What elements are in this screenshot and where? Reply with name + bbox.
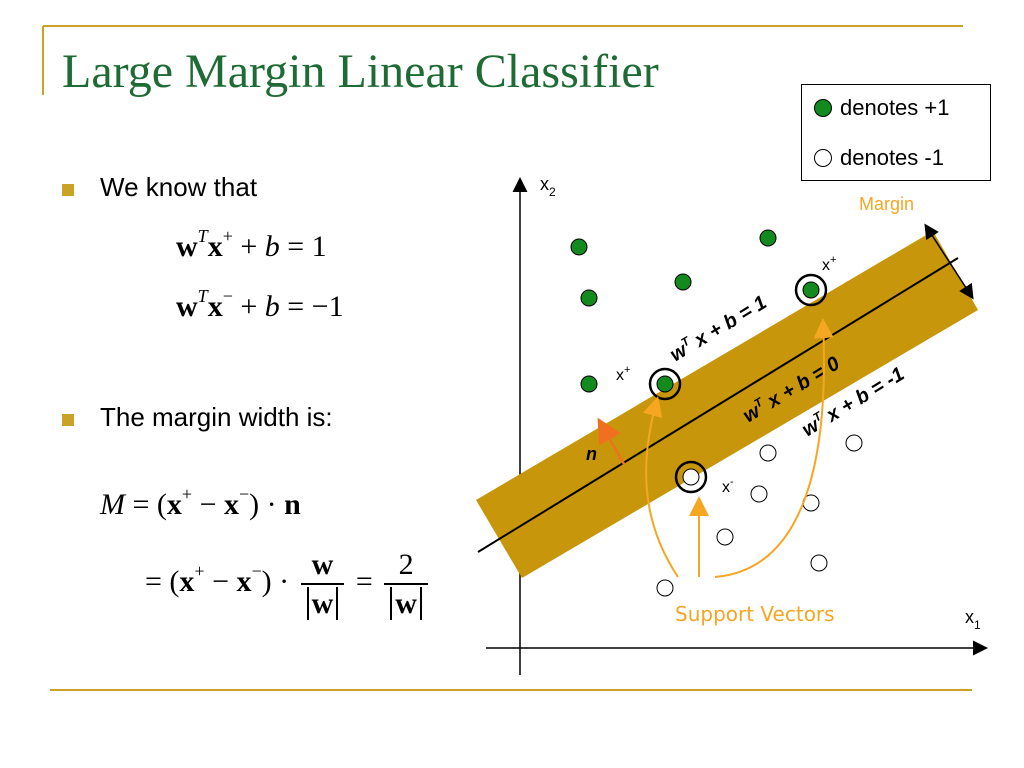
negative-point: [845, 434, 863, 452]
equation-margin-def: M = (x+ − x−) · n: [100, 484, 301, 521]
bullet-we-know-that: We know that: [100, 172, 258, 202]
y-axis-label: x2: [540, 174, 556, 199]
support-vector-negative: [682, 468, 700, 486]
legend-positive-label: denotes +1: [840, 95, 950, 120]
positive-point: [674, 273, 692, 291]
positive-points: [570, 229, 828, 401]
support-vector-ring: [794, 273, 828, 307]
support-vector-arrow: [643, 396, 679, 578]
negative-point: [750, 485, 768, 503]
positive-point: [570, 238, 588, 256]
normal-vector-arrow: [597, 417, 626, 465]
support-vectors-label: Support Vectors: [675, 602, 835, 626]
negative-point: [656, 579, 674, 597]
legend-negative-label: denotes -1: [840, 145, 944, 170]
support-vector-ring: [648, 367, 682, 401]
label-xplus-top: x+: [822, 254, 836, 274]
bullet-margin-width: The margin width is:: [100, 402, 333, 432]
label-xplus-left: x+: [616, 364, 630, 384]
support-vector-arrow: [714, 318, 834, 578]
support-vector-positive: [802, 281, 820, 299]
positive-point-icon: [814, 99, 832, 117]
positive-point: [580, 375, 598, 393]
support-vector-ring: [674, 460, 708, 494]
legend-box: denotes +1 denotes -1: [801, 84, 991, 181]
negative-points: [656, 434, 863, 597]
bullet-marker: [62, 184, 74, 196]
margin-band: [476, 231, 978, 578]
x-axis-label: x1: [965, 607, 981, 632]
bullet-marker: [62, 414, 74, 426]
negative-point: [759, 444, 777, 462]
negative-point: [810, 554, 828, 572]
positive-point: [759, 229, 777, 247]
margin-arrow: [924, 223, 974, 300]
negative-point-icon: [814, 149, 832, 167]
positive-point: [580, 289, 598, 307]
label-xminus: x-: [722, 476, 734, 496]
margin-label: Margin: [859, 194, 914, 214]
normal-vector-label: n: [586, 444, 597, 464]
decision-boundary: [477, 257, 959, 553]
negative-point: [716, 528, 734, 546]
equation-minus: wTx− + b = −1: [176, 286, 344, 323]
legend-positive: denotes +1: [814, 95, 949, 121]
slide-title: Large Margin Linear Classifier: [62, 45, 659, 98]
legend-negative: denotes -1: [814, 145, 944, 171]
equation-plus: wTx+ + b = 1: [176, 226, 327, 263]
support-vector-positive: [656, 375, 674, 393]
